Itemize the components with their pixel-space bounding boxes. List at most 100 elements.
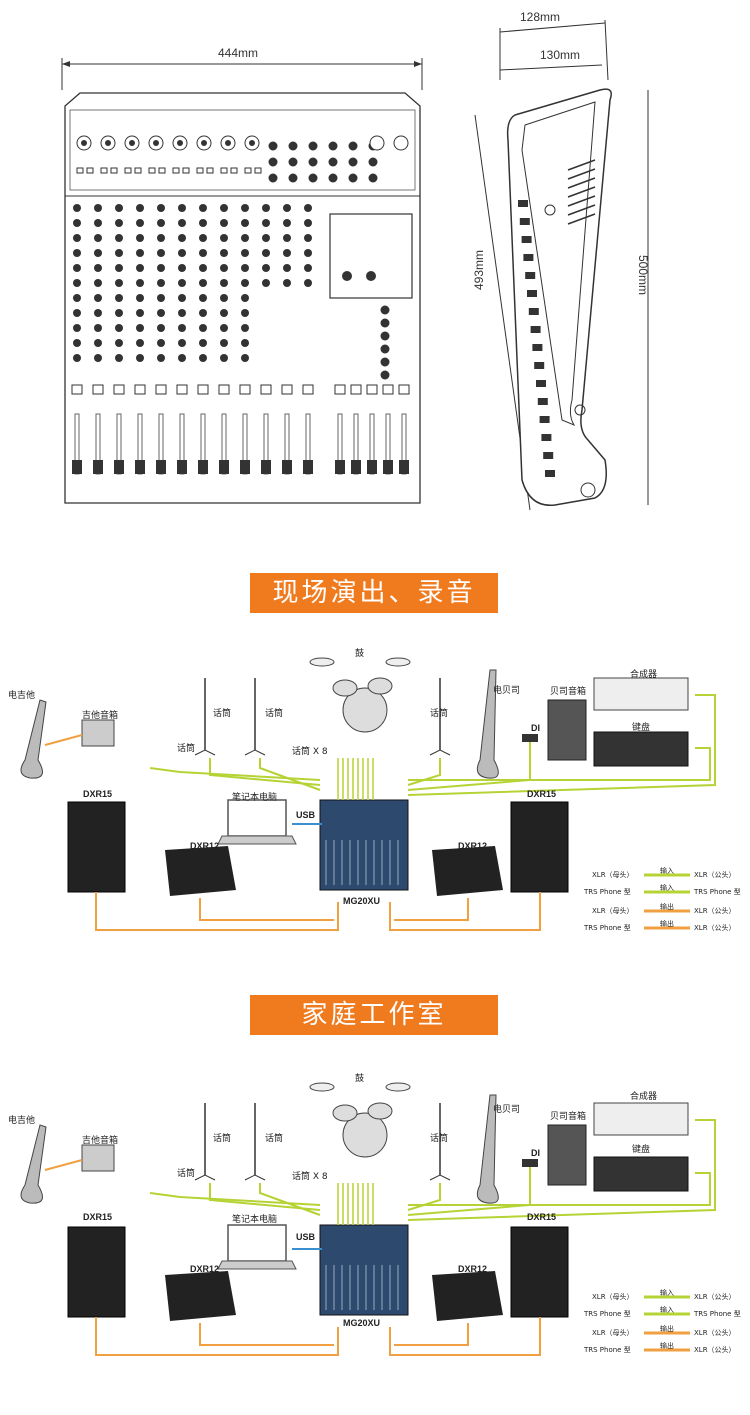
channel-knob xyxy=(136,234,144,242)
bass-label: 电贝司 xyxy=(493,686,521,696)
master-fader-cap xyxy=(399,460,409,474)
channel-knob xyxy=(178,234,186,242)
channel-knob xyxy=(178,324,186,332)
channel-knob xyxy=(115,339,123,347)
channel-knob xyxy=(199,264,207,272)
input-jack-center xyxy=(201,140,207,146)
fader-cap xyxy=(240,460,250,474)
channel-knob xyxy=(178,279,186,287)
mic-cable xyxy=(407,758,441,786)
legend-cables xyxy=(644,1295,690,1352)
legend-row3-right: XLR（公头） xyxy=(694,1329,736,1337)
output-jack xyxy=(268,173,278,183)
channel-knob xyxy=(115,309,123,317)
output-jack xyxy=(348,173,358,183)
channel-knob xyxy=(157,219,165,227)
di-cable xyxy=(407,1167,531,1216)
channel-knob xyxy=(157,279,165,287)
channel-knob xyxy=(136,324,144,332)
switch xyxy=(196,167,204,174)
channel-knob xyxy=(220,204,228,212)
master-button xyxy=(366,384,378,395)
legend-row2-mid: 输入 xyxy=(660,1306,674,1314)
legend-row1-mid: 输入 xyxy=(660,867,674,875)
switch xyxy=(110,167,118,174)
fader-cap xyxy=(261,460,271,474)
master-knob xyxy=(380,357,390,367)
laptop-label: 笔记本电脑 xyxy=(232,1215,278,1225)
output-cable xyxy=(389,1317,541,1356)
output-jack xyxy=(308,157,318,167)
channel-knob xyxy=(283,279,291,287)
mic-cable xyxy=(209,758,321,786)
mixer-side-view xyxy=(474,20,649,511)
legend-row2-left: TRS Phone 型 xyxy=(584,888,631,896)
channel-knob xyxy=(73,309,81,317)
keyboard xyxy=(593,731,689,767)
input-jack-center xyxy=(177,140,183,146)
channel-knob xyxy=(115,249,123,257)
output-jack xyxy=(368,157,378,167)
mg20xu-mixer xyxy=(319,1224,409,1316)
output-jack xyxy=(308,141,318,151)
fader-cap xyxy=(135,460,145,474)
input-jack-center xyxy=(153,140,159,146)
master-fader-cap xyxy=(383,460,393,474)
channel-knob xyxy=(178,249,186,257)
channel-knob xyxy=(178,339,186,347)
mixer-label: MG20XU xyxy=(343,1318,381,1328)
electric-guitar-label: 电吉他 xyxy=(8,691,36,701)
output-jack xyxy=(328,157,338,167)
channel-knob xyxy=(136,339,144,347)
vent-slot xyxy=(567,177,596,189)
guitar-amp xyxy=(81,719,115,747)
channel-knob xyxy=(94,354,102,362)
master-button xyxy=(398,384,410,395)
mic1-label: 话筒 xyxy=(213,1134,232,1144)
master-knob xyxy=(380,370,390,380)
xlr-out xyxy=(369,135,385,151)
channel-knob xyxy=(283,219,291,227)
laptop-screen xyxy=(227,1224,287,1262)
input-jack-center xyxy=(249,140,255,146)
master-fader-cap xyxy=(335,460,345,474)
channel-knob xyxy=(178,354,186,362)
panel-knob xyxy=(366,271,376,281)
bass-drum xyxy=(342,687,388,733)
side-knob-profile xyxy=(545,470,555,477)
bass-amp-label: 贝司音箱 xyxy=(550,687,587,697)
dxr15-right-label: DXR15 xyxy=(527,789,557,799)
channel-knob xyxy=(94,249,102,257)
dxr12-left-speaker xyxy=(165,1271,236,1321)
channel-knob xyxy=(73,219,81,227)
di-box xyxy=(522,1159,538,1167)
side-knob-profile xyxy=(537,398,548,405)
legend-row4-right: XLR（公头） xyxy=(694,1346,736,1354)
switch xyxy=(220,167,228,174)
cable-legend-2: XLR（母头） 输入 XLR（公头） TRS Phone 型 输入 TRS Ph… xyxy=(582,1287,750,1362)
channel-knob xyxy=(241,264,249,272)
dxr12-right-label: DXR12 xyxy=(458,841,488,851)
output-jack xyxy=(288,157,298,167)
keyboard-cable xyxy=(408,1172,711,1206)
input-jack-center xyxy=(225,140,231,146)
channel-button xyxy=(260,384,272,395)
mic-cable xyxy=(149,767,321,781)
switch xyxy=(172,167,180,174)
channel-knob xyxy=(241,354,249,362)
output-jack xyxy=(308,173,318,183)
channel-button xyxy=(197,384,209,395)
bass-label: 电贝司 xyxy=(493,1105,521,1115)
master-button xyxy=(350,384,362,395)
channel-knob xyxy=(262,264,270,272)
channel-button xyxy=(239,384,251,395)
vent-slot xyxy=(567,204,596,216)
di-label: DI xyxy=(531,723,540,733)
master-knob xyxy=(380,331,390,341)
channel-knob xyxy=(115,234,123,242)
keyboard xyxy=(593,1156,689,1192)
channel-knob xyxy=(157,309,165,317)
tom-drum xyxy=(332,679,358,697)
channel-knob xyxy=(157,354,165,362)
legend-row1-right: XLR（公头） xyxy=(694,871,736,879)
